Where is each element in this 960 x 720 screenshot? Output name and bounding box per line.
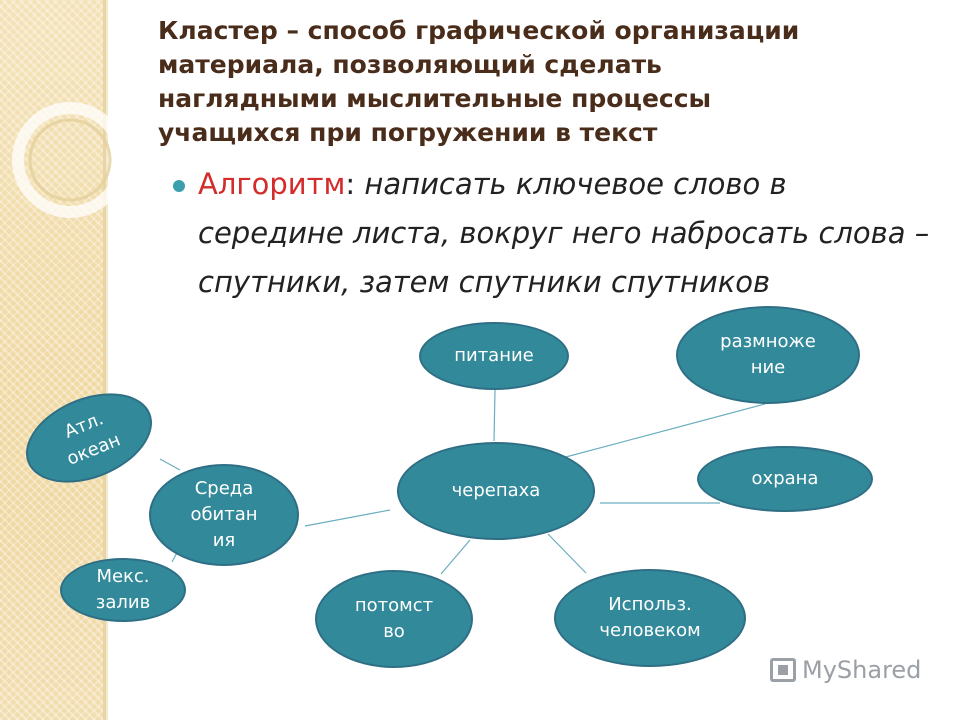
slide-title: Кластер – способ графической организации… — [158, 16, 800, 147]
algorithm-colon: : — [345, 167, 365, 201]
node-reproduction: размноже ние — [676, 306, 860, 404]
decorative-side-band — [0, 0, 107, 720]
node-human-use: Использ. человеком — [554, 569, 746, 667]
node-feeding: питание — [419, 322, 569, 390]
node-habitat: Среда обитан ия — [149, 464, 299, 566]
link-habitat-atlantic — [159, 458, 181, 471]
algorithm-paragraph: Алгоритм: написать ключевое слово в сере… — [198, 160, 938, 307]
link-center-humanuse — [547, 533, 587, 574]
watermark-text: MyShared — [802, 656, 922, 684]
watermark-logo: MyShared — [770, 656, 921, 684]
node-offspring: потомст во — [315, 570, 473, 668]
link-center-feeding — [493, 389, 496, 442]
algorithm-text: написать ключевое слово в середине листа… — [198, 167, 930, 299]
link-center-offspring — [440, 539, 471, 575]
link-center-habitat — [304, 509, 391, 527]
algorithm-label: Алгоритм — [198, 167, 346, 201]
bullet-icon — [173, 180, 185, 192]
node-protection: охрана — [697, 446, 873, 512]
presentation-icon — [770, 658, 796, 682]
decorative-circles — [12, 102, 128, 218]
link-center-reproduction — [561, 403, 766, 459]
side-divider — [106, 0, 108, 720]
node-mexico: Мекс. залив — [60, 558, 186, 622]
node-center: черепаха — [397, 442, 595, 540]
